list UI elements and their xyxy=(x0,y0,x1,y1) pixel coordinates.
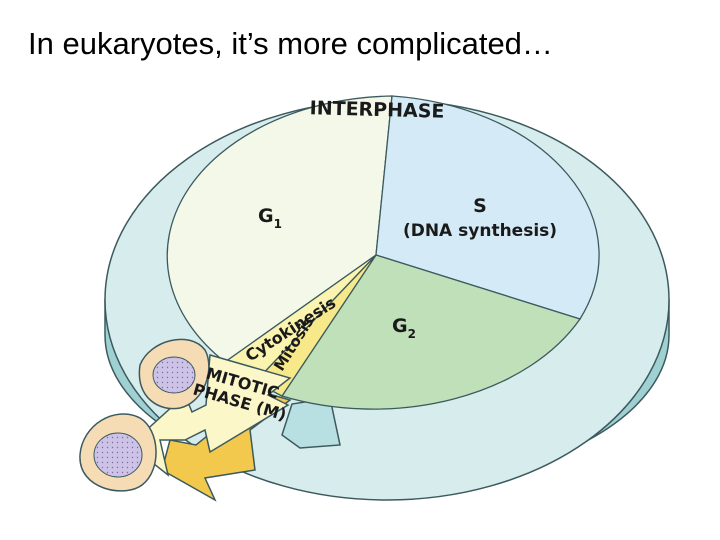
g1-subscript: 1 xyxy=(274,217,282,231)
interphase-label: INTERPHASE xyxy=(309,97,444,123)
g2-label: G2 xyxy=(392,315,416,341)
daughter-cell-icon xyxy=(79,413,157,492)
slice-g1 xyxy=(166,95,393,363)
parent-cell-icon xyxy=(138,338,210,410)
s-phase-description: (DNA synthesis) xyxy=(403,221,557,241)
ring-arrow-tip xyxy=(281,397,341,449)
g2-subscript: 2 xyxy=(408,327,416,341)
slide-title: In eukaryotes, it’s more complicated… xyxy=(28,26,553,61)
progression-arrow-icon xyxy=(128,354,292,477)
slice-g2 xyxy=(280,254,582,410)
s-phase-label: S xyxy=(473,195,487,217)
slice-s xyxy=(375,95,600,320)
g2-letter: G xyxy=(392,315,408,337)
g1-letter: G xyxy=(258,205,274,227)
inner-disc xyxy=(166,95,600,410)
g1-label: G1 xyxy=(258,205,282,231)
